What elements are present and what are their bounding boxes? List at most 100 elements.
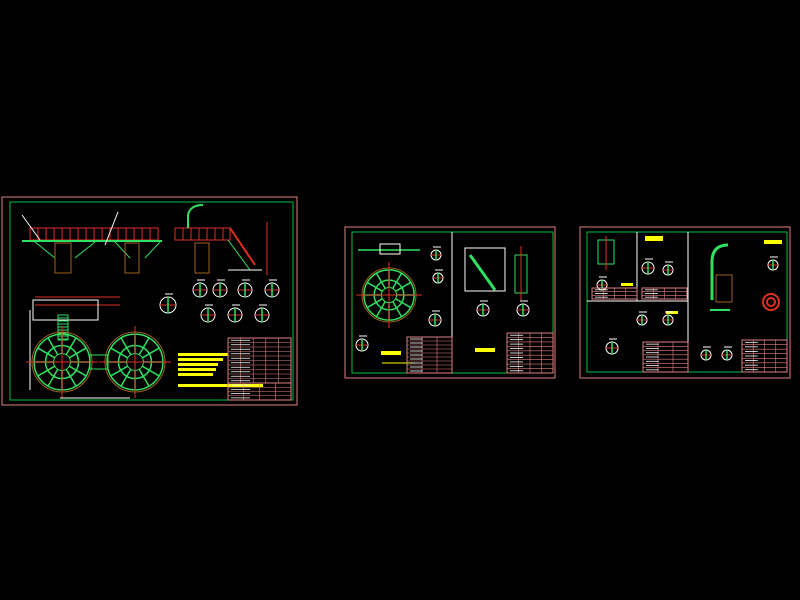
brace [74,241,96,259]
table-border [642,341,689,373]
platform-elevation [21,211,162,274]
section-detail [605,338,619,355]
stair-section [468,254,497,291]
wheel-plan-view [356,262,422,328]
section-detail [237,279,253,298]
drawing-sheet-3[interactable] [579,226,791,379]
yellow-note-block [475,348,495,352]
chute-support [715,274,733,303]
support-column [124,242,140,274]
section-detail [159,293,177,314]
yellow-note-block [178,384,263,387]
drawing-sheet-2[interactable] [344,226,556,379]
section-detail [721,346,733,361]
leader [104,211,119,246]
flange-detail [762,293,780,311]
wheel-plan-view [99,326,171,398]
wheel-spoke [392,272,403,289]
title-block-table [741,339,788,373]
section-detail [476,300,490,317]
wheel-spoke [395,281,412,292]
wheel-spoke [141,347,160,359]
wheel-spoke [37,347,56,359]
wheel-spoke [366,298,383,309]
plan-view [29,296,120,390]
section-detail [428,310,442,327]
section-detail [641,258,655,275]
yellow-note-block [764,240,782,244]
section-detail [636,311,648,326]
leader [21,214,41,241]
wheel-spoke [120,337,132,356]
stair-stringer [229,227,256,266]
curved-chute [710,243,729,300]
wheel-spoke [138,368,150,387]
section-detail [254,304,270,323]
yellow-note-block [178,368,216,371]
section-detail [212,279,228,298]
section-detail [200,304,216,323]
drawing-sheet-1[interactable] [1,196,298,406]
section-detail [430,246,442,261]
title-block-table [591,287,638,300]
section-detail [516,300,530,317]
section-detail [662,261,674,276]
wheel-spoke [366,281,383,292]
wheel-spoke [110,347,129,359]
wheel-spoke [65,368,77,387]
yellow-note-block [178,358,223,361]
wheel-spoke [68,347,87,359]
section-detail [355,335,369,352]
title-block-table [227,382,292,401]
wheel-spoke [65,337,77,356]
title-block-table [641,287,688,300]
wheel-spoke [141,365,160,377]
yellow-note-block [621,283,633,286]
wheel-plan-view [26,326,98,398]
wheel-spoke [47,337,59,356]
wheel-spoke [47,368,59,387]
title-block-table [406,336,453,374]
title-block-table [642,341,689,373]
yellow-note-block [178,373,213,376]
title-block-table [506,332,554,374]
inner-frame [9,201,294,401]
stair-stringer [227,239,251,271]
brace [114,241,131,259]
yellow-note-block [178,353,228,356]
section-detail [662,311,674,326]
yellow-note-block [178,363,218,366]
wheel-spoke [138,337,150,356]
side-elevation [174,204,268,275]
flange-bore [766,297,776,307]
section-detail [227,304,243,323]
wheel-spoke [68,365,87,377]
sheet-border [579,226,791,379]
sheet-border [1,196,298,406]
section-detail [264,279,280,298]
sheet-border [344,226,556,379]
wheel-spoke [395,298,412,309]
brace [34,241,56,259]
plan-outline [32,299,99,321]
section-detail [192,279,208,298]
yellow-note-block [381,351,401,355]
yellow-note-block [645,236,663,241]
wheel-spoke [375,301,386,318]
section-detail [767,256,779,271]
beam-detail [379,243,401,255]
wheel-spoke [392,301,403,318]
curved-chute [187,204,204,228]
stair-frame [464,247,506,292]
title-block-table [227,337,292,384]
support-column [194,242,210,274]
brace [144,241,161,259]
support-column [54,242,72,274]
coupling [89,354,109,370]
section-detail [432,269,444,284]
section-detail [700,346,712,361]
wheel-spoke [120,368,132,387]
table-border [406,336,453,374]
wheel-spoke [375,272,386,289]
